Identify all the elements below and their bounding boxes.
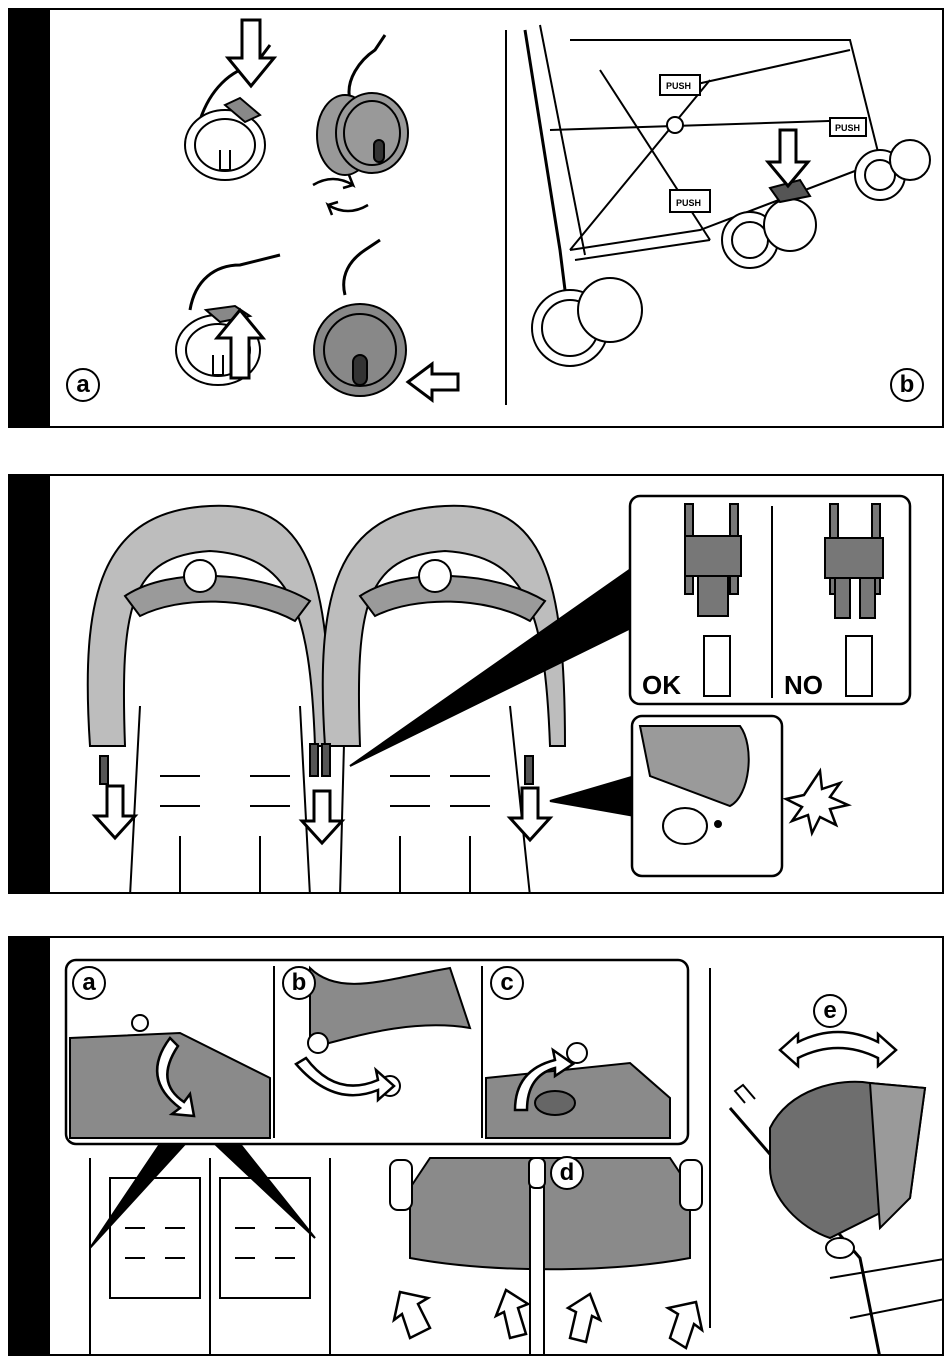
swivel-wheel-illustration — [317, 35, 408, 175]
down-arrow-icon — [95, 786, 135, 838]
down-arrow-icon — [510, 788, 550, 840]
down-arrow-icon — [228, 20, 274, 86]
label-c: c — [490, 966, 524, 1000]
rotate-arrow-icon — [313, 175, 368, 215]
label-e: e — [813, 994, 847, 1028]
label-d: d — [550, 1156, 584, 1190]
fixed-wheel-illustration — [314, 240, 406, 396]
stroller-frame-brake-illustration — [525, 25, 930, 366]
panel-seat-cover: a b c d e — [8, 936, 944, 1356]
label-b: b — [282, 966, 316, 1000]
twin-seat-illustration — [90, 1158, 330, 1356]
label-b: b — [890, 368, 924, 402]
up-arrow-icon — [496, 1290, 528, 1338]
panel-canopy-attach: OK NO — [8, 474, 944, 894]
double-arrow-icon — [780, 1032, 896, 1066]
starburst-icon — [786, 771, 848, 833]
up-arrow-icon — [568, 1294, 600, 1342]
up-arrow-icon — [394, 1292, 430, 1338]
left-arrow-icon — [408, 364, 458, 400]
front-wheel-unlock-illustration — [176, 255, 280, 385]
down-arrow-icon — [768, 130, 808, 186]
seat-pad-illustration — [390, 1158, 702, 1356]
push-label: PUSH — [676, 198, 701, 208]
ok-label: OK — [642, 670, 681, 701]
label-a: a — [72, 966, 106, 1000]
canopy-tilt-illustration — [730, 1082, 944, 1356]
panel3-illustration — [10, 938, 944, 1356]
panel1-illustration: PUSH PUSH PUSH — [10, 10, 944, 428]
left-canopy — [88, 506, 330, 746]
panel-wheel-and-brake: PUSH PUSH PUSH a b — [8, 8, 944, 428]
no-label: NO — [784, 670, 823, 701]
label-a: a — [66, 368, 100, 402]
push-label: PUSH — [835, 123, 860, 133]
up-arrow-icon — [668, 1302, 702, 1348]
down-arrow-icon — [302, 791, 342, 843]
push-label: PUSH — [666, 81, 691, 91]
